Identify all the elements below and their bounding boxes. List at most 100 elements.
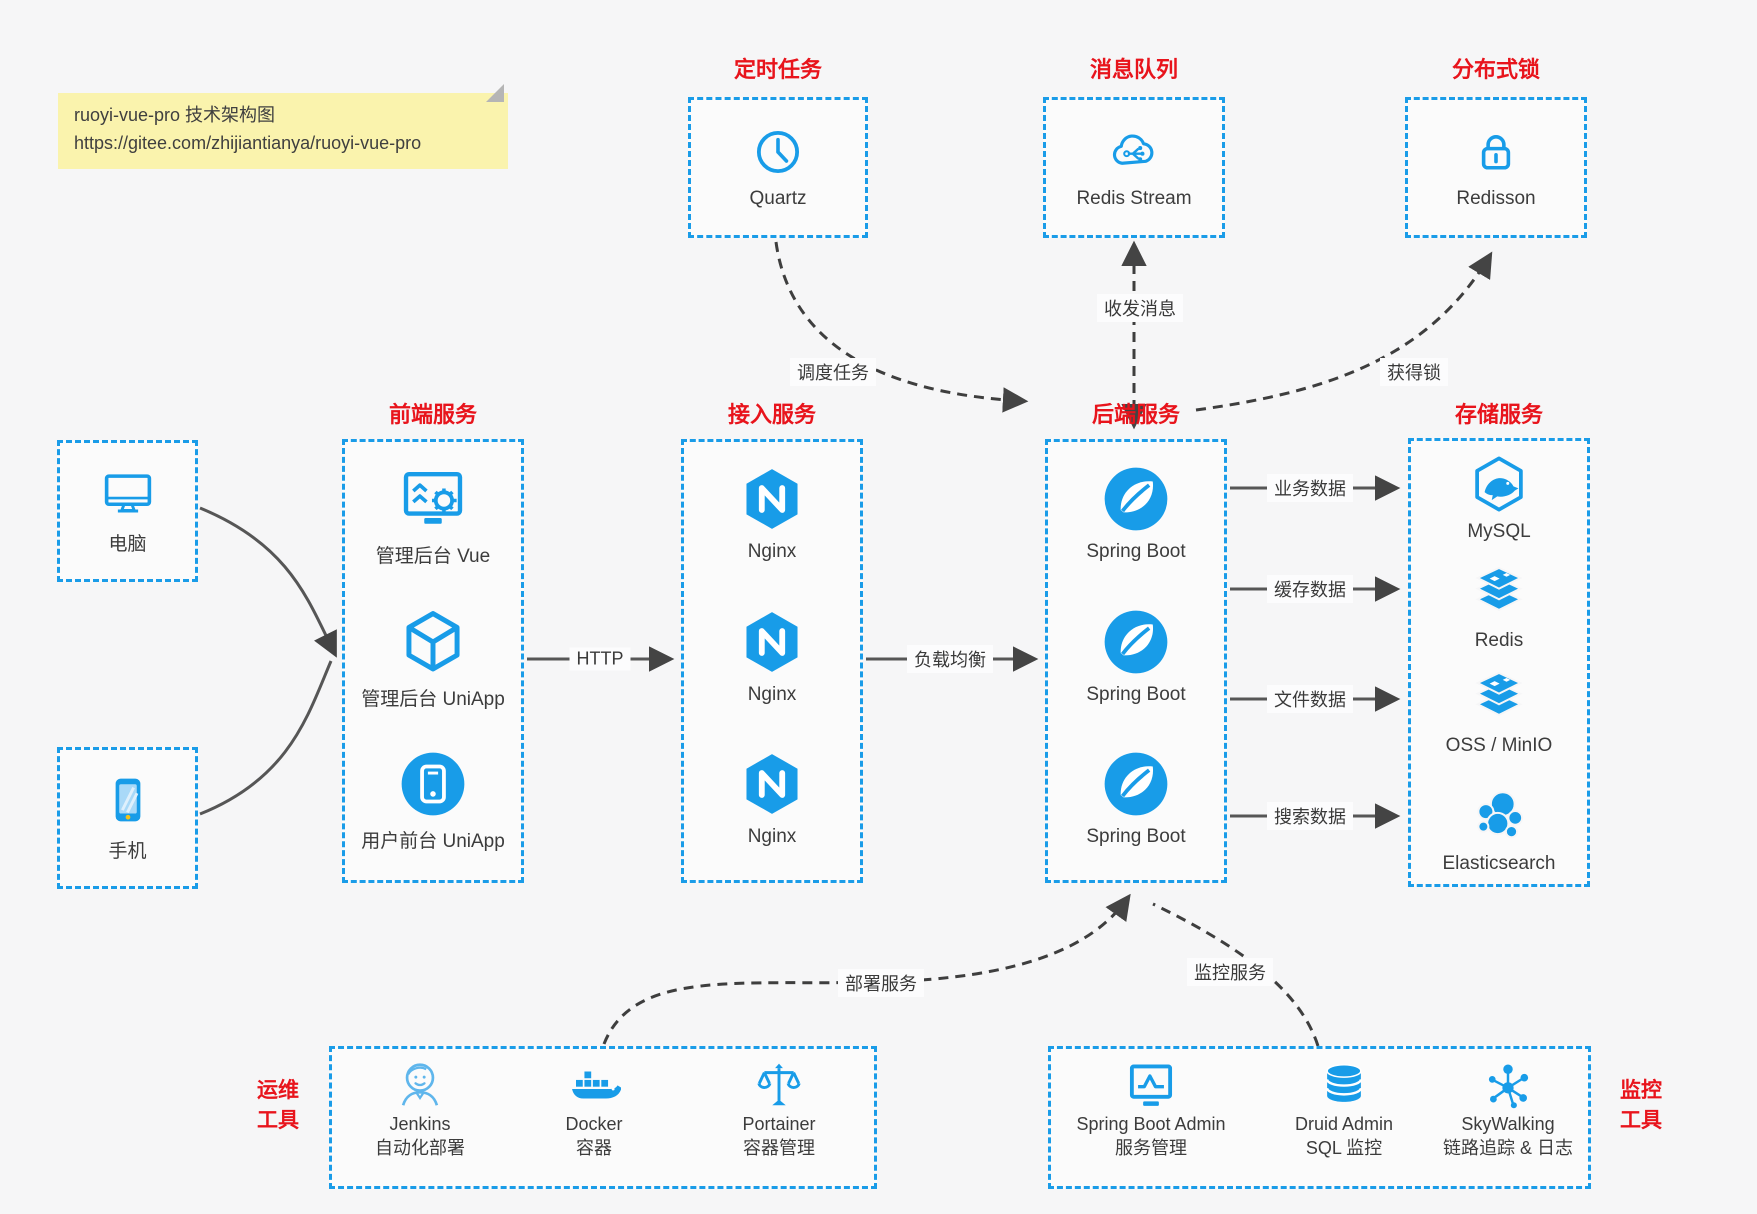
edge-get-lock [1195, 251, 1493, 412]
edge-label-cache-data: 缓存数据 [1267, 575, 1353, 603]
ops-title-line2: 工具 [257, 1109, 299, 1133]
node-label: Spring Boot [1086, 826, 1186, 847]
uniapp-cube-icon [398, 607, 468, 677]
node-user-uniapp: 用户前台 UniApp [345, 749, 521, 853]
mysql-icon [1469, 454, 1529, 514]
node-desc: SQL 监控 [1305, 1138, 1383, 1159]
node-desc: 链路追踪 & 日志 [1442, 1138, 1573, 1159]
lock-icon [1469, 125, 1523, 179]
spring-boot-icon [1101, 749, 1171, 819]
edge-label-send-receive-messages: 收发消息 [1097, 294, 1183, 322]
note-title: ruoyi-vue-pro 技术架构图 [74, 105, 276, 125]
group-title-access: 接入服务 [727, 402, 816, 427]
edge-phone-to-frontend [199, 660, 333, 816]
node-redis: Redis [1411, 563, 1587, 652]
node-portainer: Portainer 容器管理 [699, 1058, 859, 1161]
node-name: SkyWalking [1461, 1114, 1555, 1134]
node-skywalking: SkyWalking 链路追踪 & 日志 [1413, 1058, 1603, 1161]
storage-services-box: MySQL Redis OSS / MinIO Elasticsearch [1408, 438, 1590, 887]
group-title-frontend: 前端服务 [388, 402, 477, 427]
computer-icon [101, 466, 155, 520]
node-desc: 服务管理 [1115, 1138, 1187, 1159]
node-springboot-2: Spring Boot [1048, 607, 1224, 706]
layer-stack-icon [1469, 563, 1529, 623]
nginx-icon [737, 749, 807, 819]
node-label: Elasticsearch [1442, 853, 1556, 874]
portainer-icon [752, 1058, 806, 1112]
cloud-stream-icon [1107, 125, 1161, 179]
node-label: Redis [1474, 630, 1524, 651]
backend-services-box: Spring Boot Spring Boot Spring Boot [1045, 439, 1227, 883]
group-title-monitor-tools: 监控 工具 [1601, 1076, 1681, 1137]
node-oss-minio: OSS / MinIO [1411, 668, 1587, 757]
spring-boot-icon [1101, 607, 1171, 677]
node-label: Nginx [747, 541, 797, 562]
edge-schedule-task [774, 241, 1029, 413]
monitor-tools-box: Spring Boot Admin 服务管理 Druid Admin SQL 监… [1048, 1046, 1591, 1189]
spring-boot-admin-icon [1124, 1058, 1178, 1112]
frontend-services-box: 管理后台 Vue 管理后台 UniApp 用户前台 UniApp [342, 439, 524, 883]
mobile-client-box: 手机 [57, 747, 198, 889]
druid-icon [1317, 1058, 1371, 1112]
pc-client-box: 电脑 [57, 440, 198, 582]
ops-tools-box: Jenkins 自动化部署 Docker 容器 Portainer 容器管理 [329, 1046, 877, 1189]
node-name: Docker [565, 1114, 623, 1134]
docker-icon [567, 1058, 621, 1112]
clock-icon [751, 125, 805, 179]
node-spring-boot-admin: Spring Boot Admin 服务管理 [1056, 1058, 1246, 1161]
node-nginx-3: Nginx [684, 749, 860, 848]
node-name: Jenkins [389, 1114, 451, 1134]
node-docker: Docker 容器 [514, 1058, 674, 1161]
group-title-storage: 存储服务 [1454, 402, 1543, 427]
node-nginx-1: Nginx [684, 464, 860, 563]
layer-stack-icon [1469, 668, 1529, 728]
node-name: Druid Admin [1294, 1114, 1394, 1134]
node-nginx-2: Nginx [684, 607, 860, 706]
edge-label-load-balance: 负载均衡 [907, 645, 993, 673]
quartz-label: Quartz [749, 188, 807, 209]
pc-label: 电脑 [108, 534, 147, 555]
node-admin-uniapp: 管理后台 UniApp [345, 607, 521, 711]
redisson-box: Redisson [1405, 97, 1587, 238]
access-services-box: Nginx Nginx Nginx [681, 439, 863, 883]
jenkins-icon [393, 1058, 447, 1112]
node-label: 管理后台 UniApp [361, 689, 505, 710]
spring-boot-icon [1101, 464, 1171, 534]
redis-stream-label: Redis Stream [1076, 188, 1192, 209]
quartz-box: Quartz [688, 97, 868, 238]
edge-label-search-data: 搜索数据 [1267, 802, 1353, 830]
edge-label-http: HTTP [569, 647, 631, 671]
group-title-scheduled-tasks: 定时任务 [733, 57, 822, 82]
group-title-backend: 后端服务 [1091, 402, 1180, 427]
group-title-message-queue: 消息队列 [1089, 57, 1178, 82]
redis-stream-box: Redis Stream [1043, 97, 1225, 238]
edge-label-deploy-service: 部署服务 [838, 969, 924, 997]
node-desc: 容器 [576, 1138, 612, 1159]
monitor-title-line2: 工具 [1620, 1109, 1662, 1133]
node-label: Spring Boot [1086, 541, 1186, 562]
skywalking-icon [1481, 1058, 1535, 1112]
node-label: 用户前台 UniApp [361, 831, 505, 852]
edge-label-file-data: 文件数据 [1267, 685, 1353, 713]
node-admin-vue: 管理后台 Vue [345, 464, 521, 568]
node-elasticsearch: Elasticsearch [1411, 786, 1587, 875]
node-label: 管理后台 Vue [375, 546, 491, 567]
node-springboot-3: Spring Boot [1048, 749, 1224, 848]
edge-pc-to-frontend [199, 506, 337, 658]
note-fold-corner [486, 84, 504, 102]
node-mysql: MySQL [1411, 454, 1587, 543]
node-label: Nginx [747, 826, 797, 847]
nginx-icon [737, 607, 807, 677]
node-name: Spring Boot Admin [1076, 1114, 1226, 1134]
admin-vue-icon [398, 464, 468, 534]
group-title-distributed-lock: 分布式锁 [1451, 57, 1540, 82]
node-label: OSS / MinIO [1445, 735, 1553, 756]
edge-label-schedule-task: 调度任务 [790, 358, 876, 386]
edge-label-business-data: 业务数据 [1267, 474, 1353, 502]
elasticsearch-icon [1469, 786, 1529, 846]
nginx-icon [737, 464, 807, 534]
sticky-note: ruoyi-vue-pro 技术架构图 https://gitee.com/zh… [58, 84, 508, 169]
node-label: Nginx [747, 684, 797, 705]
node-label: MySQL [1467, 521, 1531, 542]
